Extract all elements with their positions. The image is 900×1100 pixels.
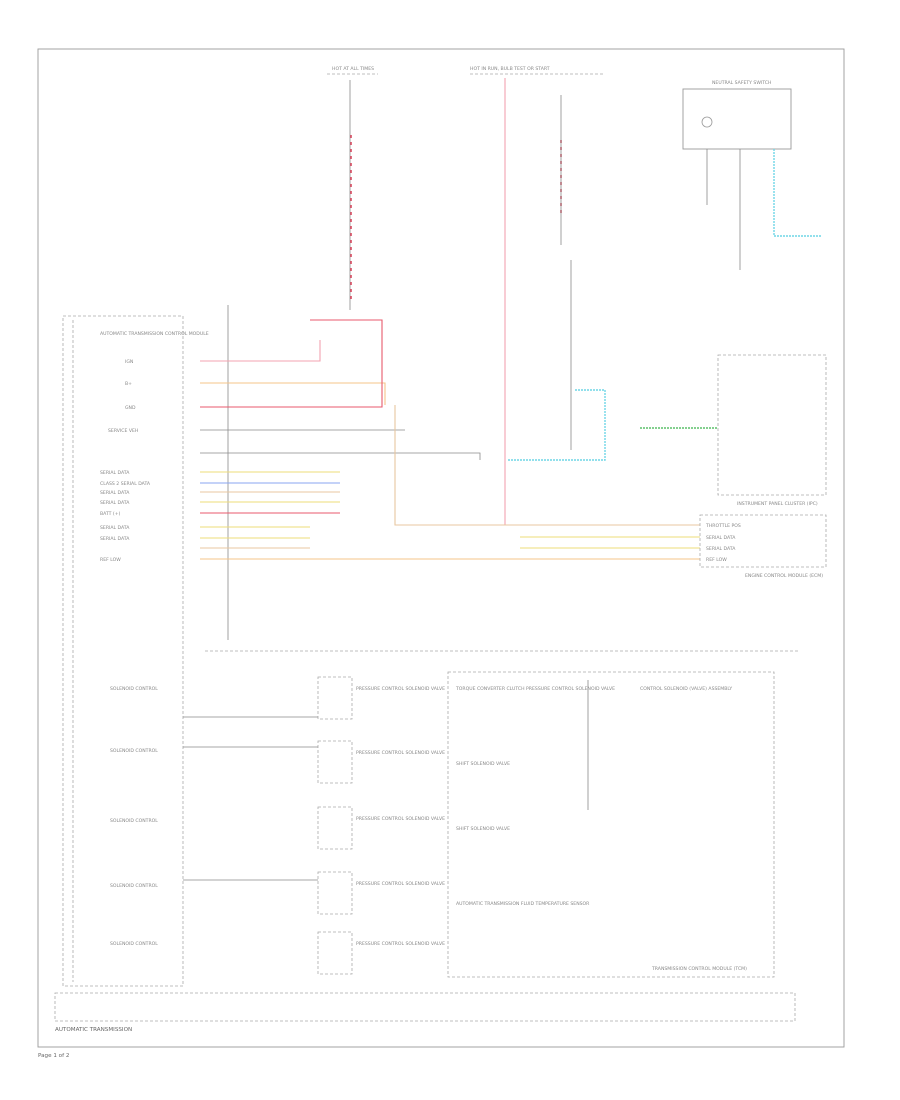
footer-page: Page 1 of 2 bbox=[38, 1053, 69, 1059]
wire-serial-1 bbox=[200, 452, 481, 460]
ecm-line-label-0: THROTTLE POS bbox=[705, 523, 741, 529]
tcm-pin-label-11: REF LOW bbox=[100, 557, 121, 563]
wire-gnd bbox=[200, 319, 383, 408]
solenoid-box-2 bbox=[317, 806, 353, 850]
solenoid-box-3 bbox=[317, 871, 353, 915]
outer-frame bbox=[37, 48, 845, 1048]
tcm-pin-label-5: CLASS 2 SERIAL DATA bbox=[100, 481, 151, 487]
tcm-pin-label-2: GND bbox=[125, 405, 136, 411]
solenoid-pin-1: SOLENOID CONTROL bbox=[110, 748, 158, 754]
switch-wire-cyan bbox=[773, 149, 822, 237]
tcm-box bbox=[62, 315, 184, 987]
solenoid-label-4: PRESSURE CONTROL SOLENOID VALVE bbox=[356, 941, 445, 947]
solenoid-label-3: PRESSURE CONTROL SOLENOID VALVE bbox=[356, 881, 445, 887]
tcm-pin-label-1: B+ bbox=[125, 381, 132, 387]
switch-icon bbox=[701, 116, 713, 128]
control-valve-label: CONTROL SOLENOID (VALVE) ASSEMBLY bbox=[640, 686, 732, 692]
right-item-label-1: SHIFT SOLENOID VALVE bbox=[456, 761, 510, 767]
tcm-pin-label-3: SERVICE VEH bbox=[108, 428, 138, 434]
tcm-pin-label-7: SERIAL DATA bbox=[100, 500, 130, 506]
neutral-switch-label: NEUTRAL SAFETY SWITCH bbox=[712, 80, 771, 86]
bottom-dash-frame bbox=[54, 992, 796, 1022]
ipc-box bbox=[717, 354, 827, 496]
control-valve-box bbox=[447, 671, 775, 978]
tcm-pin-label-10: SERIAL DATA bbox=[100, 536, 130, 542]
ecm-line-label-1: SERIAL DATA bbox=[706, 535, 736, 541]
wire-ign bbox=[200, 340, 321, 362]
ecm-line-label-2: SERIAL DATA bbox=[706, 546, 736, 552]
tcm-pin-label-6: SERIAL DATA bbox=[100, 490, 130, 496]
tcm-label-bottom: TRANSMISSION CONTROL MODULE (TCM) bbox=[651, 966, 747, 972]
solenoid-label-0: PRESSURE CONTROL SOLENOID VALVE bbox=[356, 686, 445, 692]
tcm-pin-label-0: IGN bbox=[125, 359, 133, 365]
solenoid-group: PRESSURE CONTROL SOLENOID VALVE PRESSURE… bbox=[110, 676, 445, 975]
solenoid-pin-2: SOLENOID CONTROL bbox=[110, 818, 158, 824]
fuse-label-run: HOT IN RUN, BULB TEST OR START bbox=[470, 66, 550, 72]
tcm-pin-label-4: SERIAL DATA bbox=[100, 470, 130, 476]
neutral-switch-box bbox=[682, 88, 792, 150]
ipc-label: INSTRUMENT PANEL CLUSTER (IPC) bbox=[737, 501, 818, 507]
solenoid-pin-3: SOLENOID CONTROL bbox=[110, 883, 158, 889]
fuse-label-hot: HOT AT ALL TIMES bbox=[332, 66, 374, 72]
wire-b-plus bbox=[200, 382, 386, 405]
solenoid-box-1 bbox=[317, 740, 353, 784]
tcm-label-top: AUTOMATIC TRANSMISSION CONTROL MODULE bbox=[100, 331, 209, 337]
solenoid-label-1: PRESSURE CONTROL SOLENOID VALVE bbox=[356, 750, 445, 756]
tcm-pin-label-8: BATT (+) bbox=[100, 511, 121, 517]
solenoid-box-4 bbox=[317, 931, 353, 975]
ecm-label: ENGINE CONTROL MODULE (ECM) bbox=[745, 573, 823, 579]
ecm-line-label-3: REF LOW bbox=[706, 557, 727, 563]
solenoid-pin-4: SOLENOID CONTROL bbox=[110, 941, 158, 947]
ecm-box bbox=[699, 514, 827, 568]
right-item-label-0: TORQUE CONVERTER CLUTCH PRESSURE CONTROL… bbox=[455, 686, 615, 692]
solenoid-box-0 bbox=[317, 676, 353, 720]
ipc-wire-cyan bbox=[508, 389, 606, 461]
footer-caption: AUTOMATIC TRANSMISSION bbox=[55, 1027, 132, 1033]
ecm-wire-tps bbox=[394, 405, 700, 526]
solenoid-label-2: PRESSURE CONTROL SOLENOID VALVE bbox=[356, 816, 445, 822]
solenoid-pin-0: SOLENOID CONTROL bbox=[110, 686, 158, 692]
right-item-label-3: AUTOMATIC TRANSMISSION FLUID TEMPERATURE… bbox=[456, 901, 590, 907]
right-item-label-2: SHIFT SOLENOID VALVE bbox=[456, 826, 510, 832]
tcm-pin-label-9: SERIAL DATA bbox=[100, 525, 130, 531]
